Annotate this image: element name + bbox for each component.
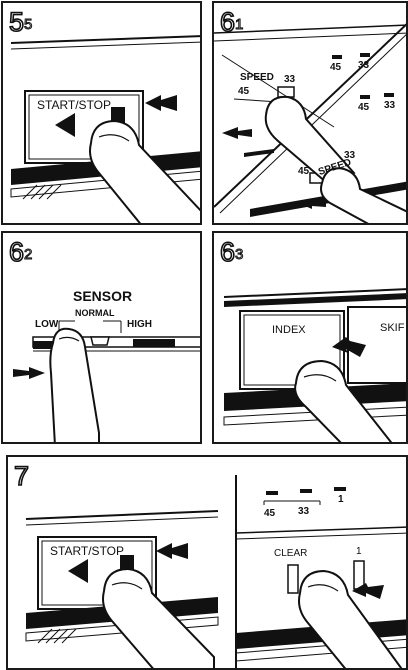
clear-button-label: CLEAR [274,549,307,559]
speed-33-label: 33 [284,75,295,85]
button-1-label: 1 [356,547,362,557]
sensor-label: SENSOR [73,289,132,303]
step-number: 63 [220,239,242,266]
start-stop-button-label: START/STOP [37,99,111,111]
index-button-label: INDEX [272,325,306,336]
speed-45-label: 45 [298,167,309,177]
press-arrow-icon [352,583,384,599]
sensor-high-label: HIGH [127,320,152,330]
start-stop-and-clear-illustration [8,457,408,670]
press-arrow-icon [13,367,45,379]
sensor-low-label: LOW [35,320,58,330]
panel-step-6-1: 61 SPEED 45 33 SPEED 45 33 45 33 45 33 [212,1,408,225]
reverse-triangle-icon [68,559,88,583]
press-arrow-icon [156,543,188,559]
indicator-45-label: 45 [358,103,369,113]
start-stop-button-label: START/STOP [50,545,124,557]
indicator-33-label: 33 [358,61,369,71]
panel-step-6-3: 63 INDEX SKIF [212,231,408,444]
reverse-triangle-icon [55,113,75,137]
panel-step-6-2: 62 SENSOR LOW NORMAL HIGH [1,231,202,444]
index-button-illustration [214,233,408,444]
sensor-switch-illustration [3,233,202,444]
press-arrow-icon [145,95,177,111]
step-number: 55 [9,9,31,36]
indicator-33-label: 33 [384,101,395,111]
press-arrow-icon [222,127,252,139]
speed-45-label: 45 [238,87,249,97]
indicator-1-label: 1 [338,495,344,505]
panel-step-5-5: 55 START/STOP [1,1,202,225]
indicator-45-label: 45 [264,509,275,519]
step-number: 7 [14,463,29,490]
sensor-normal-label: NORMAL [75,309,115,318]
start-stop-illustration [3,3,202,225]
step-number: 61 [220,9,242,36]
indicator-33-label: 33 [298,507,309,517]
panel-step-7: 7 START/STOP 45 33 1 CLEAR 1 [6,455,408,670]
skip-button-label: SKIF [380,323,404,334]
speed-switch-illustration [214,3,408,225]
indicator-45-label: 45 [330,63,341,73]
step-number: 62 [9,239,31,266]
speed-label: SPEED [240,73,274,83]
speed-33-label: 33 [344,151,355,161]
